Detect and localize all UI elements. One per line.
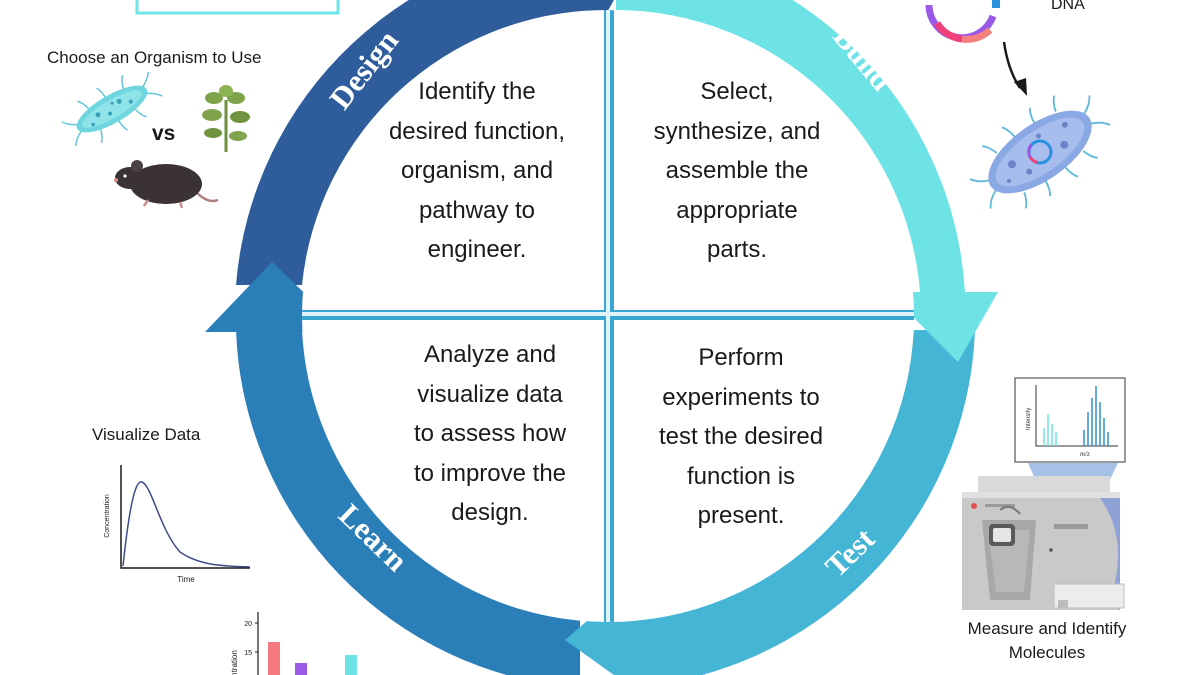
- arrow-head-build: [888, 292, 998, 362]
- test-description: Perform experiments to test the desired …: [626, 338, 856, 536]
- visualize-line-chart: Concentration Time: [104, 465, 251, 584]
- measure-title-line-1: Measure and Identify: [967, 619, 1127, 638]
- learn-line-4: to improve the: [413, 459, 567, 487]
- build-description: Select, synthesize, and assemble the app…: [622, 72, 852, 270]
- plant-icon: [202, 85, 250, 152]
- design-description: Identify the desired function, organism,…: [362, 72, 592, 270]
- learn-line-3: to assess how: [413, 420, 567, 447]
- ring-segment-build: [616, 0, 965, 292]
- line-chart-axes: [120, 465, 250, 569]
- measure-title-line-2: Molecules: [1008, 643, 1086, 662]
- mass-spectrometer-icon: [962, 476, 1125, 610]
- ms-xlabel: m/z: [1080, 450, 1090, 458]
- mouse-icon: [114, 160, 219, 209]
- bar-chart-ylabel: Concentration: [230, 650, 239, 675]
- ms-ylabel: Intensity: [1026, 408, 1032, 430]
- bar-2: [295, 663, 307, 675]
- organism-title: Choose an Organism to Use: [47, 48, 262, 67]
- design-line-3: organism, and: [400, 157, 554, 184]
- measure-title: Measure and Identify Molecules: [952, 619, 1142, 663]
- learn-line-5: design.: [451, 499, 529, 526]
- test-line-3: test the desired: [658, 423, 824, 450]
- dna-arrow-head: [1014, 78, 1027, 96]
- design-line-4: pathway to: [418, 196, 536, 224]
- learn-line-2: visualize data: [417, 380, 563, 408]
- bar-1: [268, 642, 280, 675]
- ring-segment-design: [236, 0, 600, 285]
- test-line-2: experiments to: [662, 383, 820, 411]
- test-line-5: present.: [697, 502, 785, 529]
- mass-spec-plot: Intensity m/z: [1014, 377, 1126, 463]
- ring-segment-learn: [236, 330, 580, 675]
- test-line-4: function is: [686, 462, 796, 490]
- design-line-1: Identify the: [418, 78, 536, 105]
- bar-tick-15: 15: [244, 650, 252, 657]
- line-chart-xlabel: Time: [177, 575, 195, 584]
- visualize-title: Visualize Data: [92, 425, 201, 444]
- test-line-1: Perform: [698, 344, 784, 371]
- engineered-cell-icon: [969, 95, 1111, 209]
- build-line-3: assemble the: [665, 157, 809, 184]
- bar-3: [345, 655, 357, 675]
- line-chart-curve: [122, 481, 251, 568]
- line-chart-ylabel: Concentration: [104, 494, 111, 538]
- dna-label: DNA: [1051, 0, 1085, 13]
- learn-line-1: Analyze and: [423, 341, 557, 368]
- plasmid-icon: [925, 0, 1000, 43]
- build-line-2: synthesize, and: [653, 117, 821, 145]
- ring-segment-test: [620, 330, 975, 675]
- learn-description: Analyze and visualize data to assess how…: [375, 335, 605, 533]
- versus-label: vs: [152, 122, 176, 145]
- bar-tick-20: 20: [244, 621, 252, 628]
- build-line-4: appropriate: [676, 196, 798, 224]
- cycle-ring: [205, 0, 998, 675]
- design-line-2: desired function,: [388, 117, 566, 145]
- bacterium-icon: [61, 71, 163, 147]
- frame-remnant: [135, 0, 340, 15]
- visualize-bar-chart: 20 15 Concentration: [230, 612, 357, 675]
- design-line-5: engineer.: [427, 236, 527, 263]
- build-line-1: Select,: [700, 78, 774, 105]
- build-line-5: parts.: [706, 236, 768, 263]
